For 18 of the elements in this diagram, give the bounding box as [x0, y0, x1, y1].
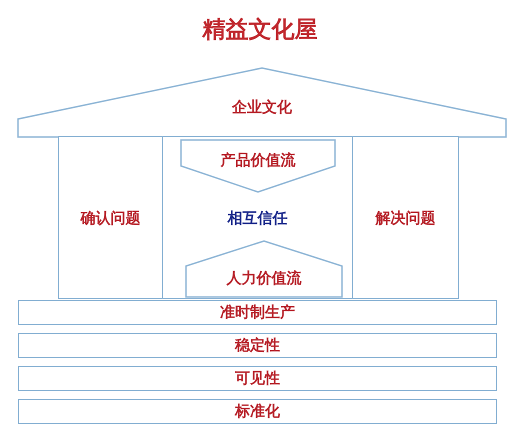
foundation-label: 稳定性	[234, 336, 281, 355]
foundation-label: 可见性	[234, 369, 281, 388]
pillar-label: 确认问题	[79, 209, 142, 228]
foundation-label: 准时制生产	[219, 303, 296, 322]
foundation-label: 标准化	[234, 402, 281, 421]
pillar-box	[58, 136, 163, 299]
foundation-box	[18, 366, 497, 391]
roof-label: 企业文化	[231, 98, 293, 117]
value-stream-label: 人力价值流	[225, 269, 302, 288]
pillar-box	[352, 136, 459, 299]
foundation-box	[18, 333, 497, 358]
diagram-title: 精益文化屋	[201, 16, 318, 45]
value-stream-label: 产品价值流	[220, 151, 296, 170]
center-pillar-box	[162, 136, 353, 299]
pillar-label: 解决问题	[374, 209, 436, 228]
center-pillar-label: 相互信任	[226, 209, 288, 228]
foundation-box	[18, 399, 497, 424]
foundation-box	[18, 300, 497, 325]
